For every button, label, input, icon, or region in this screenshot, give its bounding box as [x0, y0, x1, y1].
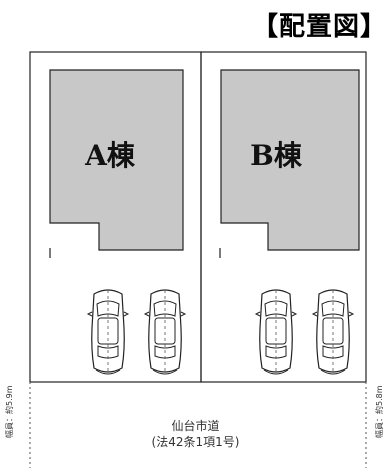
- building-b-label: B棟: [250, 139, 303, 172]
- road-width-left: 幅員：約5.9m: [5, 385, 14, 438]
- building-b-footprint: [220, 69, 360, 251]
- parking-car-b2: [312, 289, 354, 375]
- parking-car-b1: [255, 289, 297, 375]
- building-a-footprint: [49, 69, 184, 251]
- road-law-note: (法42条1項1号): [151, 435, 240, 449]
- road-width-right: 幅員：約5.8m: [375, 385, 384, 438]
- lot-b-boundary: [200, 51, 367, 383]
- page-title: 【配置図】: [251, 12, 387, 42]
- road-name: 仙台市道: [171, 419, 220, 433]
- parking-car-a1: [87, 289, 129, 375]
- parking-car-a2: [144, 289, 186, 375]
- building-a-label: A棟: [84, 139, 136, 172]
